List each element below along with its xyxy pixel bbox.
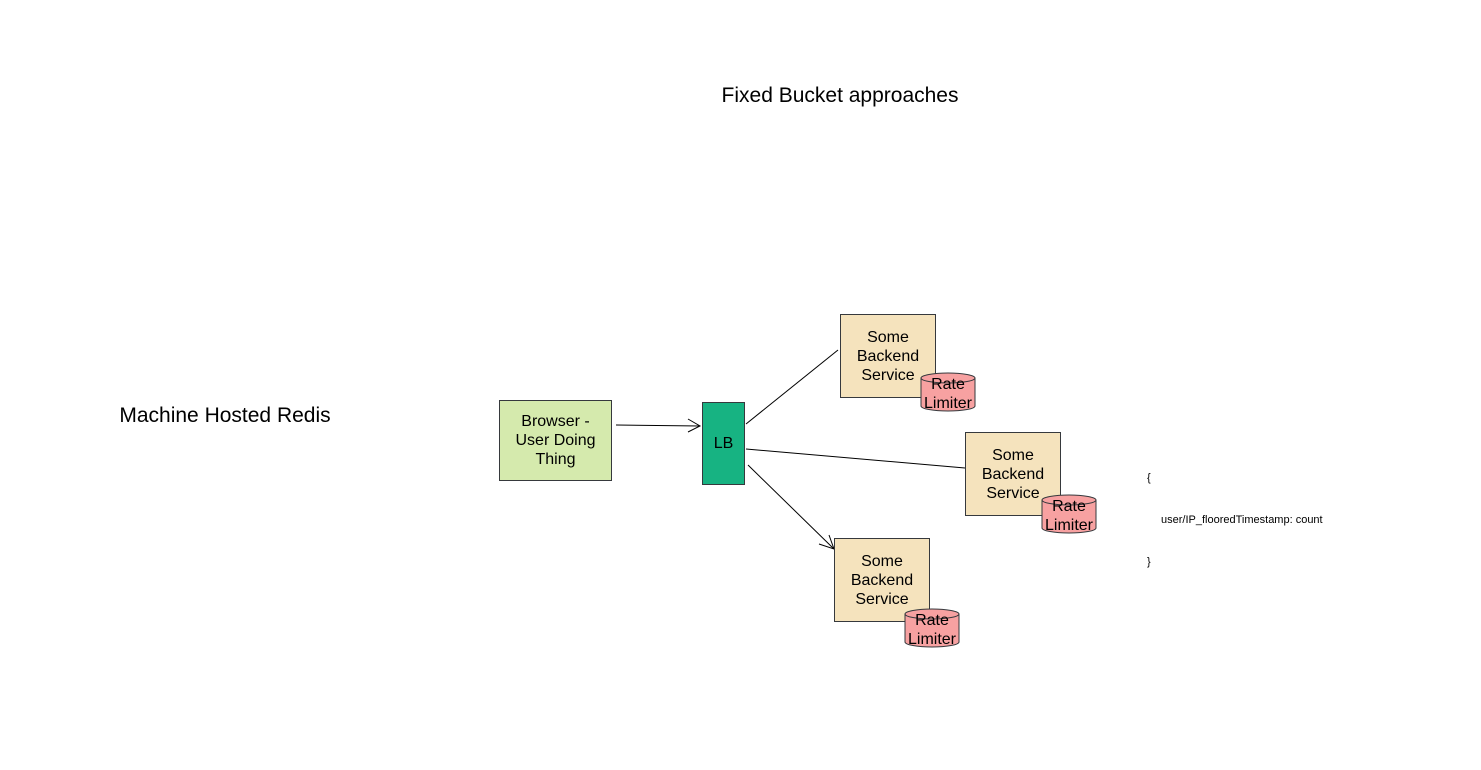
edge-lb-to-service-2 xyxy=(745,448,966,469)
rate-limiter-label-line: Rate xyxy=(931,376,965,393)
browser-label-line: Browser - xyxy=(521,413,590,430)
rate-limiter-cylinder-3[interactable]: Rate Limiter xyxy=(904,608,960,648)
backend-service-label: Some Backend Service xyxy=(982,446,1044,503)
redis-key-format-note: { user/IP_flooredTimestamp: count } xyxy=(1147,443,1323,597)
rate-limiter-cylinder-2[interactable]: Rate Limiter xyxy=(1041,494,1097,534)
service-label-line: Some xyxy=(992,446,1034,464)
edge-browser-to-lb-arrowhead xyxy=(687,418,702,433)
rate-limiter-label-line: Rate xyxy=(1052,498,1086,515)
database-cylinder-icon xyxy=(1041,494,1097,534)
load-balancer-label: LB xyxy=(713,435,734,452)
service-label-line: Some xyxy=(861,552,903,570)
browser-label-line: Thing xyxy=(535,451,576,468)
note-key-value: user/IP_flooredTimestamp: count xyxy=(1161,514,1323,526)
service-label-line: Backend xyxy=(981,465,1045,483)
rate-limiter-label-line: Limiter xyxy=(907,631,956,648)
browser-label-line: User Doing xyxy=(515,432,596,449)
edge-lb-to-service-1 xyxy=(745,349,839,425)
rate-limiter-label-line: Limiter xyxy=(1044,517,1093,534)
backend-service-label: Some Backend Service xyxy=(857,328,919,385)
backend-service-node-3[interactable]: Some Backend Service xyxy=(834,538,930,622)
service-label-line: Service xyxy=(986,484,1040,502)
rate-limiter-label: Rate Limiter xyxy=(920,375,976,413)
rate-limiter-label-line: Limiter xyxy=(923,395,972,412)
load-balancer-node[interactable]: LB xyxy=(702,402,745,485)
note-close-brace: } xyxy=(1147,556,1151,568)
rate-limiter-cylinder-1[interactable]: Rate Limiter xyxy=(920,372,976,412)
service-label-line: Backend xyxy=(856,347,920,365)
browser-node-label: Browser - User Doing Thing xyxy=(515,412,595,469)
note-open-brace: { xyxy=(1147,472,1151,484)
edge-browser-to-lb xyxy=(615,424,701,427)
browser-node[interactable]: Browser - User Doing Thing xyxy=(499,400,612,481)
edge-lb-to-service-3 xyxy=(747,464,835,550)
service-label-line: Service xyxy=(861,366,915,384)
side-label: Machine Hosted Redis xyxy=(119,404,331,427)
diagram-title: Fixed Bucket approaches xyxy=(721,84,959,107)
service-label-line: Backend xyxy=(850,571,914,589)
rate-limiter-label: Rate Limiter xyxy=(904,611,960,649)
database-cylinder-icon xyxy=(920,372,976,412)
service-label-line: Service xyxy=(855,590,909,608)
rate-limiter-label-line: Rate xyxy=(915,612,949,629)
service-label-line: Some xyxy=(867,328,909,346)
backend-service-node-1[interactable]: Some Backend Service xyxy=(840,314,936,398)
backend-service-label: Some Backend Service xyxy=(851,552,913,609)
backend-service-node-2[interactable]: Some Backend Service xyxy=(965,432,1061,516)
rate-limiter-label: Rate Limiter xyxy=(1041,497,1097,535)
database-cylinder-icon xyxy=(904,608,960,648)
